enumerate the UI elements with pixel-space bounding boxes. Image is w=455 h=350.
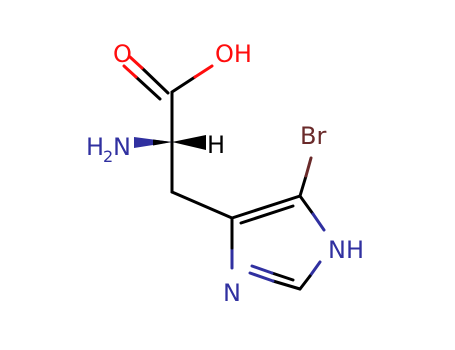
wedge-bond-nh2-dark	[153, 139, 172, 146]
atom-amine-n: N	[113, 133, 131, 161]
bond-carbonyl-double-2	[134, 75, 162, 101]
bonds	[122, 55, 326, 291]
bond-carbonyl-double-2-red	[122, 64, 138, 79]
bond-carbonyl-double-1-red	[128, 55, 144, 70]
bond-ch2-ring	[170, 190, 234, 220]
bond-c2-n3-inner	[250, 264, 274, 275]
bond-c5-br	[304, 156, 313, 178]
bond-c5-nh-black	[298, 194, 315, 216]
atom-ring-nh: NH	[328, 236, 364, 264]
atom-carbonyl-oxygen: O	[113, 40, 132, 68]
bond-c-oh	[170, 75, 197, 94]
wedge-bond-h	[172, 135, 206, 150]
atom-alpha-h: H	[207, 131, 225, 159]
bond-c4-c5	[230, 194, 302, 220]
bond-c2-n3-black	[271, 279, 302, 291]
atom-bromine: Br	[300, 122, 326, 150]
atom-amine-subscript: 2	[103, 147, 113, 166]
atom-amine-h: H	[86, 133, 104, 161]
bond-c-oh-red	[193, 64, 214, 79]
bond-c5-nh	[311, 212, 326, 232]
atom-hydroxyl: OH	[215, 40, 252, 68]
bond-c4-c5-inner	[239, 204, 295, 225]
bond-c2-n3-inner-black	[270, 271, 295, 282]
bond-carbonyl-double-1	[140, 66, 170, 95]
atom-ring-n: N	[223, 279, 241, 307]
bond-c5-br-black	[298, 174, 308, 198]
bond-nh-c2	[308, 260, 322, 278]
bond-c2-n3	[248, 271, 275, 283]
bond-nh-c2-black	[298, 274, 312, 291]
